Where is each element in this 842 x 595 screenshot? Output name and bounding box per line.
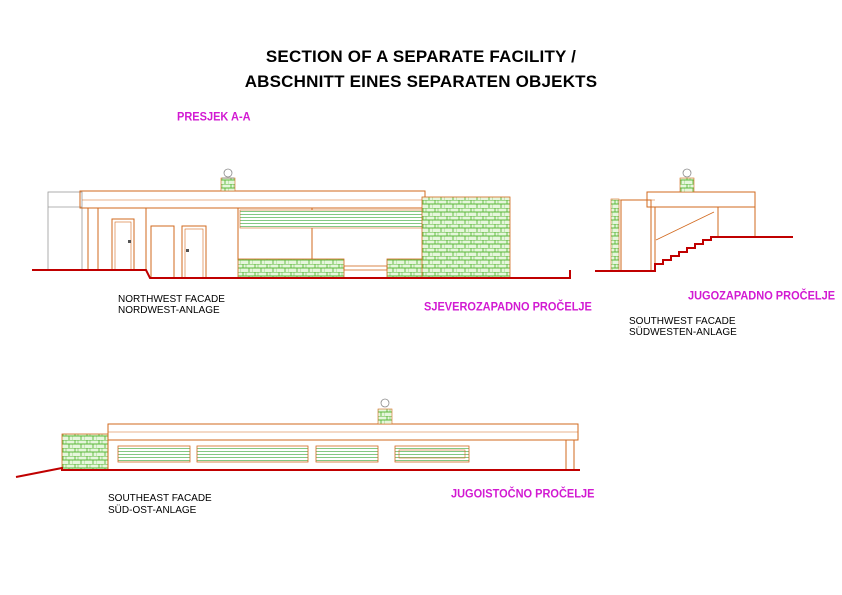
southwest-label-hr: JUGOZAPADNO PROČELJE [688, 289, 836, 303]
se-window [315, 445, 379, 463]
northwest-label-hr: SJEVEROZAPADNO PROČELJE [424, 300, 592, 314]
sw-wall [620, 199, 652, 272]
nw-steps [343, 265, 388, 271]
nw-glass-band [239, 209, 425, 229]
nw-door [111, 218, 135, 271]
section-label: PRESJEK A-A [177, 110, 251, 124]
nw-door [150, 225, 175, 279]
sw-stone-strip [610, 198, 620, 272]
sw-wall-right [717, 207, 756, 238]
nw-door-frame [114, 221, 132, 271]
se-stone-block [61, 433, 109, 471]
northwest-label-de: NORDWEST-ANLAGE [118, 305, 220, 316]
southeast-label-en: SOUTHEAST FACADE [108, 493, 212, 504]
nw-chimney-cap [223, 168, 233, 178]
nw-stone-wall [237, 258, 345, 279]
nw-door-frame [184, 228, 204, 279]
northwest-facade-drawing [32, 168, 571, 279]
se-window [394, 445, 470, 463]
southwest-label-de: SÜDWESTEN-ANLAGE [629, 327, 737, 338]
se-window [196, 445, 309, 463]
nw-annex [47, 191, 83, 271]
sw-stair-rail [655, 211, 715, 241]
se-chimney-cap [380, 398, 390, 408]
nw-ground-line [32, 269, 571, 279]
nw-door-handle [128, 240, 131, 243]
southeast-facade-drawing [15, 398, 580, 478]
se-ground-line [15, 466, 580, 478]
nw-door-handle [186, 249, 189, 252]
title-line-2: ABSCHNITT EINES SEPARATEN OBJEKTS [244, 72, 598, 91]
nw-stone-wall [386, 258, 426, 279]
sw-chimney [679, 177, 695, 193]
southeast-label-hr: JUGOISTOČNO PROČELJE [451, 487, 595, 501]
sw-ground-stairs [595, 236, 793, 272]
nw-stone-block [421, 196, 511, 279]
sw-chimney-cap [682, 168, 692, 178]
se-window [117, 445, 191, 463]
sw-roof-slab [646, 191, 756, 208]
southeast-label-de: SÜD-OST-ANLAGE [108, 505, 197, 516]
title-line-1: SECTION OF A SEPARATE FACILITY / [265, 47, 577, 66]
nw-chimney [220, 177, 236, 192]
southwest-facade-drawing [595, 168, 793, 272]
southwest-label-en: SOUTHWEST FACADE [629, 316, 736, 327]
se-chimney [377, 408, 393, 425]
nw-door [181, 225, 207, 279]
northwest-label-en: NORTHWEST FACADE [118, 294, 225, 305]
nw-roof-slab [79, 190, 426, 209]
